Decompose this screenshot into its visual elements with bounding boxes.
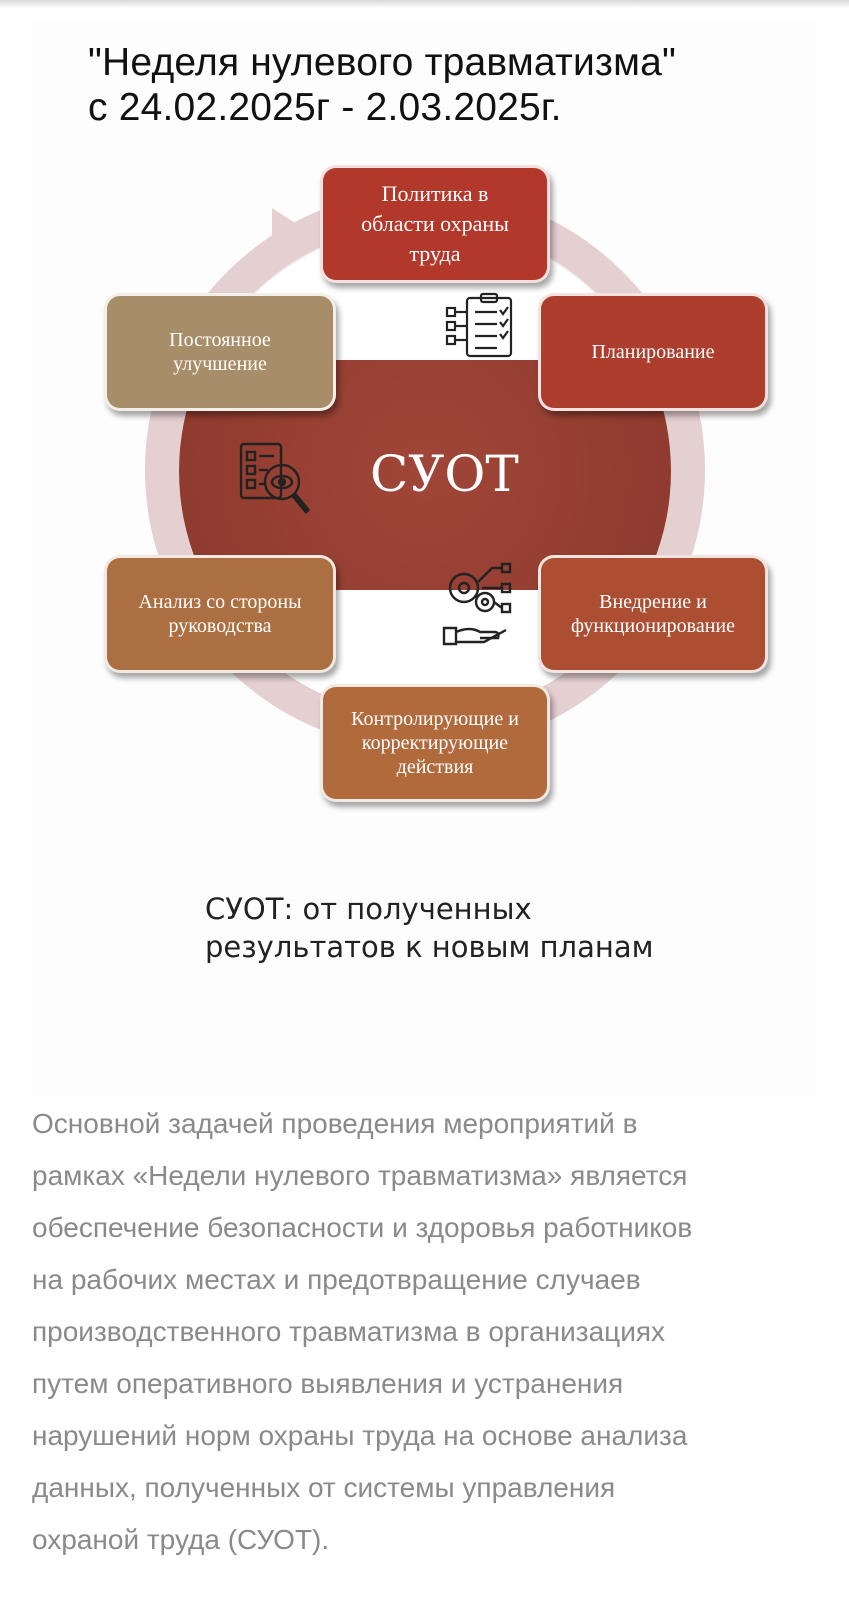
caption-line-1: СУОТ: от полученных [205,892,532,926]
title-line-1: "Неделя нулевого травматизма" [88,41,677,84]
step-improvement: Постоянное улучшение [104,293,336,411]
step-policy-label: Политика в области охраны труда [361,181,509,266]
step-implementation: Внедрение и функционирование [538,555,768,673]
paragraph-line: охраной труда (СУОТ). [32,1524,330,1555]
inspection-icon [239,442,311,514]
center-label: СУОТ [370,445,519,503]
paragraph-line: рамках «Недели нулевого травматизма» явл… [32,1160,688,1191]
page-title: "Неделя нулевого травматизма" с 24.02.20… [88,40,808,130]
step-implementation-label: Внедрение и функционирование [570,591,736,637]
step-planning-label: Планирование [591,341,715,363]
step-analysis-label: Анализ со стороны руководства [138,591,302,637]
step-control: Контролирующие и корректирующие действия [320,684,550,802]
step-planning: Планирование [538,293,768,411]
step-improvement-label: Постоянное улучшение [169,329,271,375]
title-line-2: с 24.02.2025г - 2.03.2025г. [88,86,562,129]
step-analysis: Анализ со стороны руководства [104,555,336,673]
step-policy: Политика в области охраны труда [320,165,550,283]
top-edge-shadow [0,0,849,8]
paragraph-line: нарушений норм охраны труда на основе ан… [32,1420,688,1451]
paragraph-line: данных, полученных от системы управления [32,1472,616,1503]
paragraph-line: Основной задачей проведения мероприятий … [32,1108,638,1139]
checklist-icon [445,292,513,358]
paragraph-line: на рабочих местах и предотвращение случа… [32,1264,641,1295]
paragraph-line: обеспечение безопасности и здоровья рабо… [32,1212,693,1243]
gears-hand-icon [442,562,512,646]
step-control-label: Контролирующие и корректирующие действия [351,708,519,778]
paragraph-line: производственного травматизма в организа… [32,1316,666,1347]
paragraph-line: путем оперативного выявления и устранени… [32,1368,624,1399]
diagram-caption: СУОТ: от полученных результатов к новым … [205,890,765,966]
article-paragraph: Основной задачей проведения мероприятий … [32,1098,822,1566]
caption-line-2: результатов к новым планам [205,930,654,964]
